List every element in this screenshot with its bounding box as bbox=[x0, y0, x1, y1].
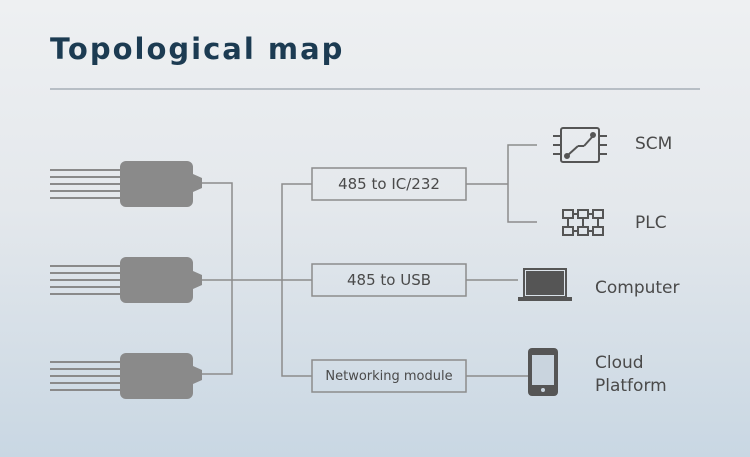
device-label-cloud-line2: Platform bbox=[595, 376, 667, 396]
plc-icon bbox=[562, 209, 604, 236]
device-label-scm: SCM bbox=[635, 134, 673, 154]
soil-sensor-icon bbox=[50, 353, 202, 399]
soil-sensor-icon bbox=[50, 161, 202, 207]
module-label-network: Networking module bbox=[325, 368, 453, 384]
device-label-computer: Computer bbox=[595, 278, 680, 298]
device-label-plc: PLC bbox=[635, 213, 667, 233]
module-box-network bbox=[311, 359, 467, 393]
module-label-ic232: 485 to IC/232 bbox=[338, 175, 440, 193]
chip-icon bbox=[553, 127, 607, 163]
soil-sensor-icon bbox=[50, 257, 202, 303]
device-label-cloud-line1: Cloud bbox=[595, 353, 644, 373]
connection-lines bbox=[200, 144, 537, 377]
title-divider bbox=[50, 88, 700, 90]
module-box-ic232 bbox=[311, 167, 467, 201]
laptop-icon bbox=[518, 268, 572, 301]
page-title: Topological map bbox=[50, 32, 345, 66]
module-label-usb: 485 to USB bbox=[346, 271, 432, 289]
smartphone-icon bbox=[528, 348, 558, 396]
module-box-usb bbox=[311, 263, 467, 297]
